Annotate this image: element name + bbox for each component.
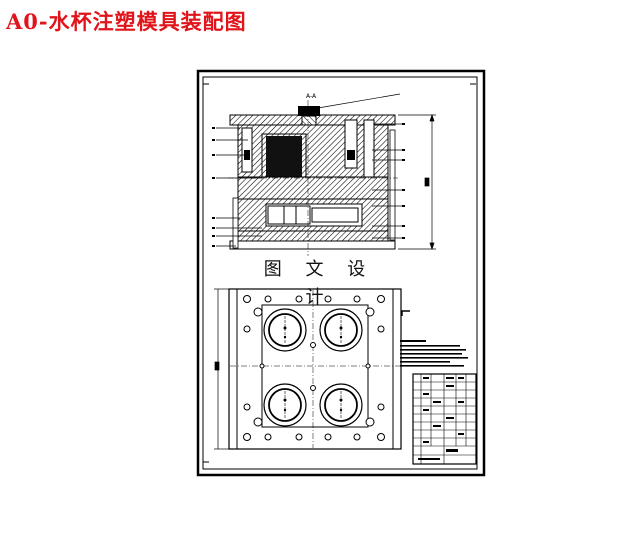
technical-notes: [400, 340, 468, 367]
ejector-plate: [267, 205, 311, 225]
plan-inner-plate: [236, 288, 394, 450]
plan-screw-holes: [243, 295, 385, 441]
watermark: 图 文 设 计: [255, 256, 383, 308]
sheet-inner-border: [202, 76, 478, 470]
base-plate: [229, 240, 396, 250]
sheet-outer-border: [196, 69, 486, 477]
guide-pillar-right: [344, 119, 358, 169]
cavity-top-left: [263, 308, 307, 352]
return-pin: [311, 207, 359, 223]
section-view: [212, 93, 436, 256]
left-balloon-marks: [212, 127, 215, 247]
title-block: [412, 373, 477, 465]
section-label: A-A: [306, 93, 317, 100]
plan-width-dimension: [214, 288, 229, 450]
right-leader-lines: [317, 93, 402, 239]
section-marker: [401, 310, 410, 316]
right-balloon-marks: [402, 123, 405, 239]
page-title: A0-水杯注塑模具装配图: [6, 9, 247, 34]
locating-ring: [298, 106, 320, 116]
plan-view: [214, 288, 410, 450]
height-dimension: [398, 113, 436, 251]
core-plate: [237, 176, 389, 200]
cavity-bottom-left: [263, 383, 307, 427]
cavity-top-right: [319, 308, 363, 352]
cavity-bottom-right: [319, 383, 363, 427]
